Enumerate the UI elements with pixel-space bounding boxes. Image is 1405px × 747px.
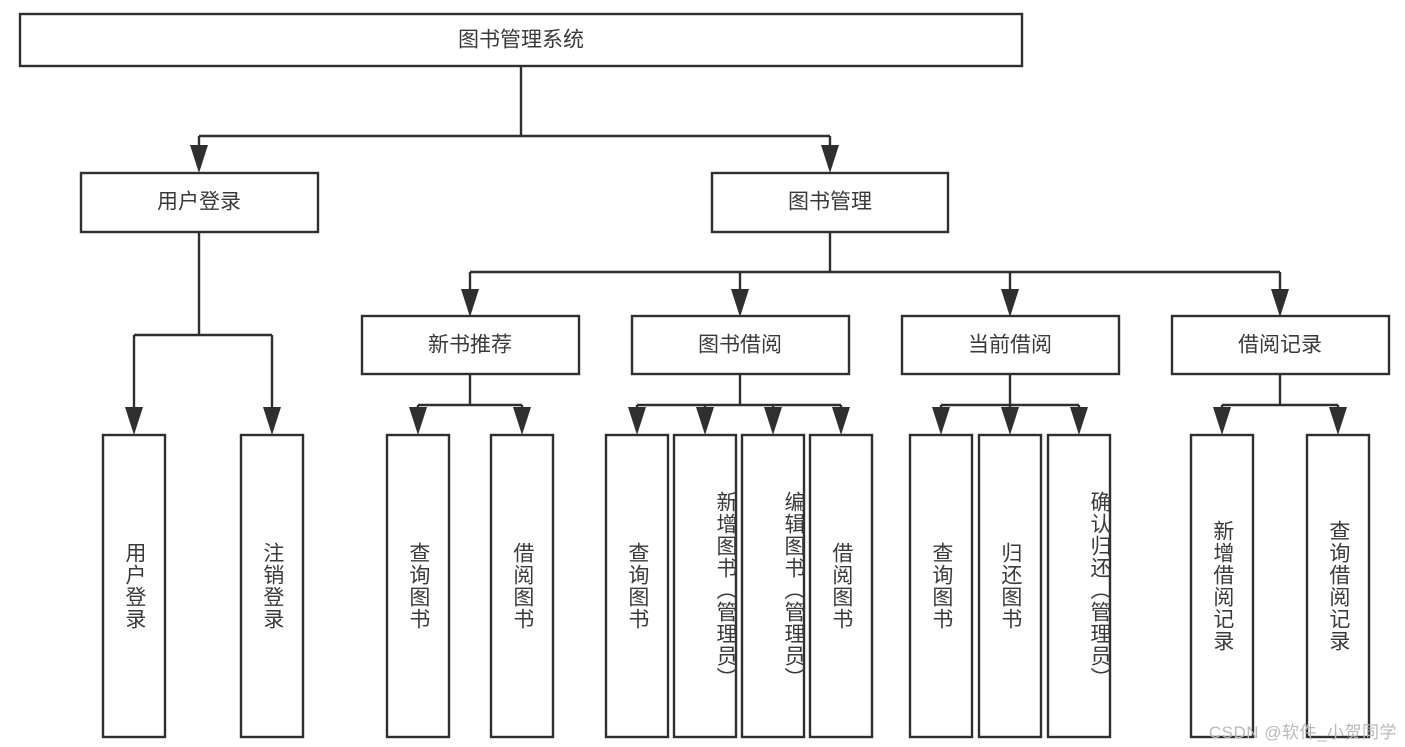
arrow-leaf-return-book xyxy=(1001,407,1019,435)
node-leaf-borrow-book-2-box[interactable] xyxy=(808,433,874,739)
arrow-leaf-edit-book xyxy=(764,407,782,435)
node-leaf-add-book-box[interactable] xyxy=(672,433,738,739)
arrow-leaf-query-book-3 xyxy=(932,407,950,435)
node-current-borrow-label: 当前借阅 xyxy=(968,334,1052,357)
arrow-book-borrow xyxy=(731,289,749,317)
node-user-login-label: 用户登录 xyxy=(157,191,241,214)
node-leaf-user-login-box[interactable] xyxy=(101,433,167,739)
node-leaf-borrow-book-1-box[interactable] xyxy=(489,433,555,739)
node-leaf-confirm-return-box[interactable] xyxy=(1046,433,1112,739)
node-book-borrow-box[interactable] xyxy=(630,314,851,376)
node-leaf-add-record-box[interactable] xyxy=(1189,433,1255,739)
node-leaf-query-book-2-box[interactable] xyxy=(604,433,670,739)
arrow-to-book-management xyxy=(821,145,839,173)
node-leaf-edit-book-box[interactable] xyxy=(740,433,806,739)
arrow-leaf-logout-login xyxy=(263,407,281,435)
node-user-login-box[interactable] xyxy=(79,171,320,234)
node-title-label: 图书管理系统 xyxy=(458,29,584,52)
node-leaf-query-book-1-box[interactable] xyxy=(385,433,451,739)
arrow-current-borrow xyxy=(1001,289,1019,317)
node-new-book-recommend-box[interactable] xyxy=(360,314,581,376)
arrow-leaf-add-record xyxy=(1213,407,1231,435)
horizontal-label-layer: 图书管理系统 用户登录 图书管理 新书推荐 图书借阅 当前借阅 借阅记录 xyxy=(157,29,1322,357)
arrow-borrow-record xyxy=(1271,289,1289,317)
arrow-leaf-borrow-book-1 xyxy=(513,407,531,435)
arrow-new-book-recommend xyxy=(461,289,479,317)
arrow-leaf-borrow-book-2 xyxy=(832,407,850,435)
connector-layer xyxy=(125,66,1347,435)
arrow-leaf-user-login xyxy=(125,407,143,435)
node-book-management-box[interactable] xyxy=(710,171,950,234)
node-borrow-record-box[interactable] xyxy=(1170,314,1391,376)
node-borrow-record-label: 借阅记录 xyxy=(1238,334,1322,357)
node-leaf-return-book-box[interactable] xyxy=(977,433,1043,739)
node-title-box[interactable] xyxy=(18,12,1024,68)
arrow-leaf-query-book-2 xyxy=(628,407,646,435)
node-leaf-query-book-3-box[interactable] xyxy=(908,433,974,739)
arrow-leaf-add-book xyxy=(696,407,714,435)
arrow-leaf-query-record xyxy=(1329,407,1347,435)
arrow-to-user-login xyxy=(190,145,208,173)
node-new-book-recommend-label: 新书推荐 xyxy=(428,334,512,357)
node-leaf-query-record-box[interactable] xyxy=(1305,433,1371,739)
arrow-leaf-confirm-return xyxy=(1070,407,1088,435)
node-leaf-logout-login-box[interactable] xyxy=(239,433,305,739)
arrow-leaf-query-book-1 xyxy=(409,407,427,435)
node-book-management-label: 图书管理 xyxy=(788,191,872,214)
node-box-layer xyxy=(18,12,1391,739)
csdn-watermark: CSDN @软件_小贺同学 xyxy=(1208,723,1397,742)
node-book-borrow-label: 图书借阅 xyxy=(698,334,782,357)
node-current-borrow-box[interactable] xyxy=(900,314,1121,376)
